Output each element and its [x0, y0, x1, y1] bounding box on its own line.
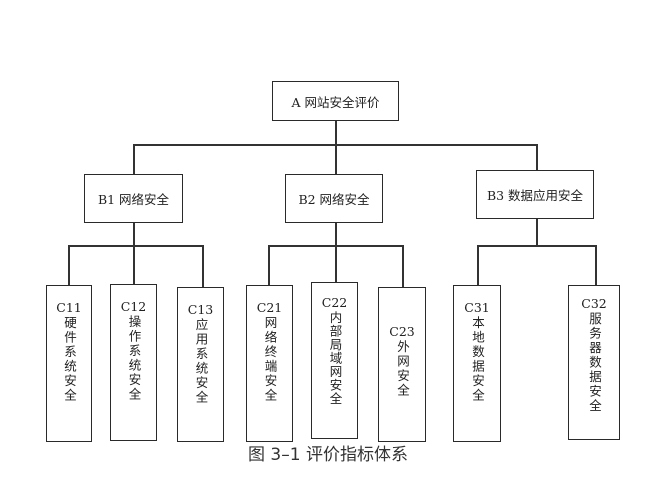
connector-c11-up — [68, 245, 70, 285]
node-c32-text: 服务器数据安全 — [587, 312, 602, 414]
node-c13-code: C13 — [187, 302, 214, 317]
connector-b1-up — [133, 144, 135, 174]
node-c12-code: C12 — [120, 299, 147, 314]
connector-b1-bar — [68, 245, 203, 247]
connector-c23-up — [402, 245, 404, 287]
node-c23-text: 外网安全 — [395, 340, 410, 398]
node-c23-code: C23 — [389, 324, 415, 339]
connector-b3-down — [536, 219, 538, 246]
node-b1-label: B1 网络安全 — [97, 192, 170, 207]
node-b1: B1 网络安全 — [84, 174, 183, 223]
root-node: A 网站安全评价 — [272, 81, 399, 121]
connector-c32-up — [595, 245, 597, 285]
node-c12-text: 操作系统安全 — [126, 315, 142, 402]
root-label: A 网站安全评价 — [291, 94, 380, 110]
node-c21: C21 网络终端安全 — [246, 285, 293, 442]
node-c32-code: C32 — [581, 296, 607, 311]
connector-b3-up — [536, 144, 538, 170]
connector-c21-up — [268, 245, 270, 285]
node-c21-code: C21 — [256, 300, 283, 315]
connector-b2-up — [335, 144, 337, 174]
node-c23: C23 外网安全 — [378, 287, 426, 442]
connector-b3-bar — [477, 245, 596, 247]
node-c13: C13 应用系统安全 — [177, 287, 224, 442]
node-c22-code: C22 — [321, 295, 348, 310]
node-c12: C12 操作系统安全 — [110, 284, 157, 441]
node-c31: C31 本地数据安全 — [453, 285, 501, 442]
node-b2: B2 网络安全 — [285, 174, 383, 223]
node-b2-label: B2 网络安全 — [298, 192, 370, 207]
connector-root-down — [335, 121, 337, 145]
node-b3: B3 数据应用安全 — [476, 170, 594, 219]
connector-c13-up — [202, 245, 204, 287]
node-c11-text: 硬件系统安全 — [62, 316, 77, 403]
node-c32: C32 服务器数据安全 — [568, 285, 620, 440]
connector-b1-down — [133, 223, 135, 246]
node-b3-label: B3 数据应用安全 — [486, 188, 584, 203]
figure-caption: 图 3–1 评价指标体系 — [248, 445, 408, 465]
node-c22: C22 内部局域网安全 — [311, 282, 358, 439]
node-c21-text: 网络终端安全 — [262, 316, 278, 403]
node-c31-text: 本地数据安全 — [470, 316, 485, 403]
connector-c31-up — [477, 245, 479, 285]
connector-c12-up — [133, 245, 135, 284]
node-c13-text: 应用系统安全 — [193, 318, 209, 405]
connector-b2-down — [335, 223, 337, 246]
node-c11-code: C11 — [56, 300, 82, 315]
node-c31-code: C31 — [464, 300, 490, 315]
node-c22-text: 内部局域网安全 — [327, 311, 343, 406]
connector-c22-up — [335, 245, 337, 282]
node-c11: C11 硬件系统安全 — [46, 285, 92, 442]
